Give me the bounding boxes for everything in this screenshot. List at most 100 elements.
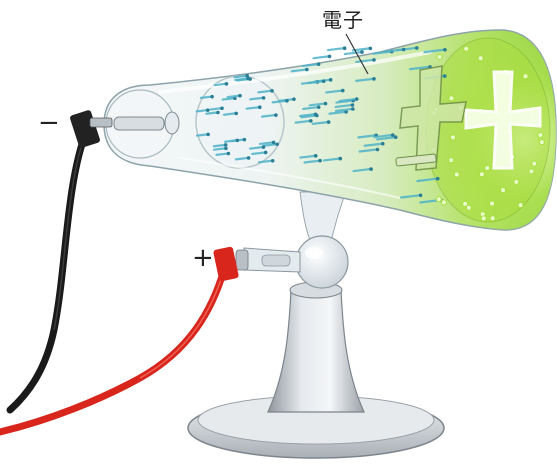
positive-clip bbox=[213, 246, 239, 281]
electron-streak bbox=[214, 148, 225, 149]
phosphor-dot bbox=[518, 203, 523, 208]
phosphor-dot bbox=[481, 216, 486, 221]
phosphor-dot bbox=[529, 169, 534, 174]
electron-streak bbox=[225, 140, 236, 141]
electron-point bbox=[338, 157, 342, 161]
phosphor-dot bbox=[485, 165, 490, 170]
electron-point bbox=[292, 97, 296, 101]
electron-point bbox=[329, 78, 333, 82]
electron-streak bbox=[223, 98, 234, 99]
electron-point bbox=[264, 151, 268, 155]
electron-streak bbox=[260, 142, 273, 144]
electron-point bbox=[351, 107, 355, 111]
electron-streak bbox=[259, 161, 272, 163]
electron-point bbox=[327, 120, 331, 124]
negative-lead bbox=[10, 109, 112, 410]
electron-point bbox=[419, 193, 423, 197]
electron-point bbox=[285, 99, 289, 103]
electron-point bbox=[245, 74, 249, 78]
electron-streak bbox=[247, 107, 259, 108]
phosphor-dot bbox=[490, 201, 495, 206]
electron-streak bbox=[224, 113, 235, 114]
phosphor-dot bbox=[532, 161, 537, 166]
electron-point bbox=[341, 89, 345, 93]
electron-point bbox=[351, 103, 355, 107]
positive-lead bbox=[0, 246, 239, 432]
electron-point bbox=[402, 48, 406, 52]
electron-label: 電子 bbox=[322, 10, 364, 30]
electron-point bbox=[305, 68, 309, 72]
electron-point bbox=[220, 106, 224, 110]
electron-point bbox=[372, 77, 376, 81]
electron-streak bbox=[263, 144, 276, 146]
electron-point bbox=[328, 55, 332, 59]
tube-neck bbox=[236, 192, 348, 288]
electron-point bbox=[238, 94, 242, 98]
electron-point bbox=[372, 58, 376, 62]
phosphor-dot bbox=[449, 96, 454, 101]
electron-streak bbox=[345, 52, 361, 54]
phosphor-dot bbox=[441, 200, 446, 205]
cathode-electrode bbox=[114, 117, 164, 130]
electron-point bbox=[234, 112, 238, 116]
electron-point bbox=[443, 74, 447, 78]
electron-streak bbox=[258, 91, 271, 93]
minus-terminal-label: − bbox=[38, 110, 60, 136]
electron-point bbox=[360, 50, 364, 54]
electron-streak bbox=[328, 48, 344, 50]
electron-streak bbox=[214, 145, 225, 146]
plus-terminal-label: + bbox=[192, 245, 214, 271]
stand bbox=[188, 282, 444, 458]
electron-point bbox=[206, 133, 210, 137]
electron-point bbox=[271, 159, 275, 163]
electron-point bbox=[225, 82, 229, 86]
electron-point bbox=[317, 62, 321, 66]
electron-point bbox=[376, 148, 380, 152]
phosphor-dot bbox=[490, 216, 495, 221]
electron-point bbox=[314, 112, 318, 116]
electron-point bbox=[394, 135, 398, 139]
phosphor-dot bbox=[463, 201, 468, 206]
phosphor-dot bbox=[451, 135, 456, 140]
electron-streak bbox=[201, 97, 211, 98]
electron-point bbox=[391, 133, 395, 137]
phosphor-dot bbox=[437, 54, 442, 59]
electron-point bbox=[436, 177, 440, 181]
electron-point bbox=[274, 113, 278, 117]
electron-point bbox=[314, 154, 318, 158]
electron-point bbox=[381, 142, 385, 146]
electron-streak bbox=[314, 56, 329, 58]
electron-point bbox=[343, 46, 347, 50]
electron-streak bbox=[216, 154, 227, 155]
phosphor-dot bbox=[538, 133, 543, 138]
phosphor-dot bbox=[464, 46, 469, 51]
electron-point bbox=[309, 119, 313, 123]
electron-streak bbox=[197, 134, 207, 135]
electron-point bbox=[369, 167, 373, 171]
phosphor-dot bbox=[449, 158, 454, 163]
phosphor-dot bbox=[479, 172, 484, 177]
electron-point bbox=[262, 96, 266, 100]
electron-point bbox=[415, 46, 419, 50]
electron-streak bbox=[215, 84, 226, 85]
electron-point bbox=[270, 89, 274, 93]
electron-point bbox=[235, 139, 239, 143]
phosphor-dot bbox=[501, 188, 506, 193]
electron-streak bbox=[262, 115, 275, 117]
phosphor-dot bbox=[478, 56, 483, 61]
electron-point bbox=[317, 105, 321, 109]
electron-streak bbox=[250, 98, 262, 99]
electron-streak bbox=[252, 152, 264, 153]
electron-streak bbox=[236, 158, 248, 159]
electron-streak bbox=[250, 147, 262, 148]
electron-streak bbox=[228, 96, 239, 97]
electron-point bbox=[206, 108, 210, 112]
electron-streak bbox=[206, 113, 216, 114]
phosphor-dot bbox=[454, 172, 459, 177]
electron-point bbox=[272, 141, 276, 145]
electron-point bbox=[322, 79, 326, 83]
electron-point bbox=[247, 156, 251, 160]
electron-point bbox=[318, 159, 322, 163]
electron-streak bbox=[235, 76, 247, 77]
electron-point bbox=[275, 142, 279, 146]
